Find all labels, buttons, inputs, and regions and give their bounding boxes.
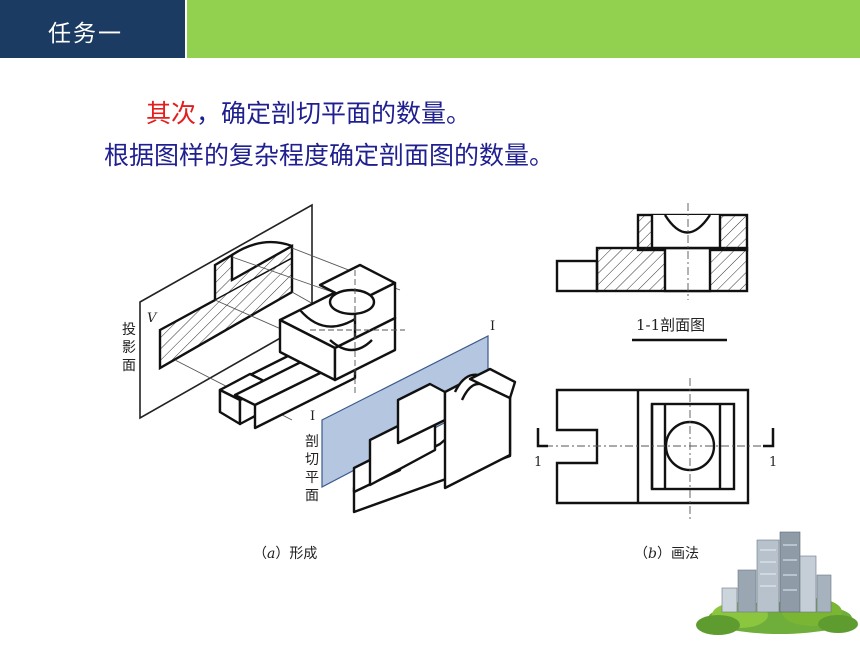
roman-i-mid: I [310, 409, 315, 424]
caption-a: （a）形成 [253, 546, 317, 562]
center-lines-a [310, 270, 405, 395]
slide-title: 任务一 [48, 21, 123, 47]
projection-plane-label: 投影面 [122, 322, 136, 374]
cut-label-right: 1 [769, 455, 777, 470]
sectioned-back-half [352, 367, 517, 514]
line1-rest: ，确定剖切平面的数量。 [196, 99, 472, 128]
cut-mark-right [763, 428, 775, 448]
section-view-1-1 [555, 213, 749, 293]
projected-section-on-v [158, 240, 294, 371]
text-line-2: 根据图样的复杂程度确定剖面图的数量。 [104, 141, 555, 170]
isometric-object [218, 263, 397, 430]
cut-label-left: 1 [534, 455, 542, 470]
highlight-word: 其次 [146, 99, 197, 128]
section-title: 1-1剖面图 [636, 316, 705, 334]
center-lines-plan [545, 378, 770, 520]
roman-i-top: I [490, 319, 495, 334]
building-illustration [696, 531, 858, 635]
header-title-bar [0, 0, 185, 58]
v-letter: V [147, 311, 158, 326]
section-plane-label: 剖切平面 [305, 434, 319, 504]
text-line-1: 其次，确定剖切平面的数量。 [146, 94, 471, 130]
figure-a-formation: V [122, 203, 517, 562]
cut-mark-left [536, 428, 548, 448]
caption-b: （b）画法 [634, 546, 699, 562]
plan-view [555, 388, 750, 505]
header-accent-bar [187, 0, 860, 58]
figure-b-method: 1-1剖面图 1 1 （b）画法 [534, 203, 777, 562]
